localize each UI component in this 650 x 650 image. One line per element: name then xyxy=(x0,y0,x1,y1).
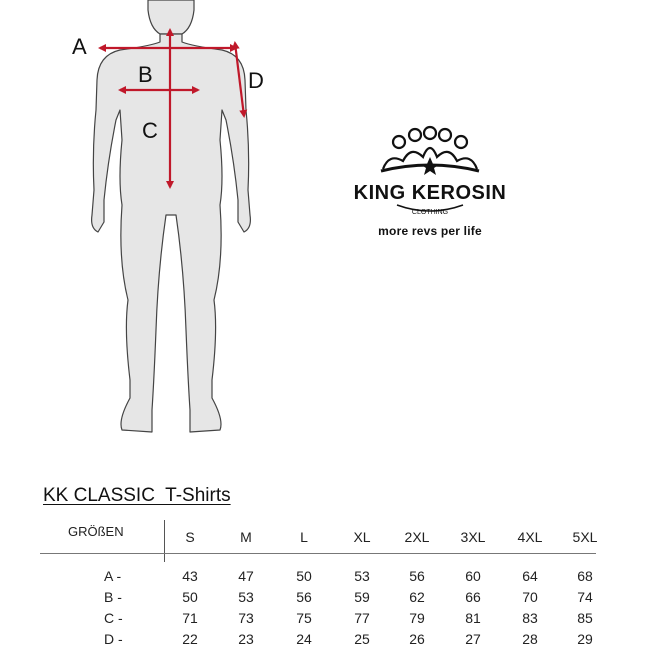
size-header-2xl: 2XL xyxy=(404,529,430,545)
logo-tagline: more revs per life xyxy=(378,224,482,238)
table-cell: 64 xyxy=(522,568,538,584)
size-header-l: L xyxy=(300,529,308,545)
table-cell: 43 xyxy=(182,568,198,584)
table-cell: 25 xyxy=(354,631,370,647)
size-header-s: S xyxy=(185,529,195,545)
table-cell: 22 xyxy=(182,631,198,647)
label-a: A xyxy=(72,34,87,59)
table-cell: 75 xyxy=(296,610,312,626)
size-header-m: M xyxy=(240,529,252,545)
table-cell: 62 xyxy=(409,589,425,605)
body-silhouette xyxy=(91,0,251,433)
body-figure-diagram xyxy=(91,0,251,433)
table-cell: 28 xyxy=(522,631,538,647)
header-divider xyxy=(164,520,165,562)
table-cell: 29 xyxy=(577,631,593,647)
table-cell: 27 xyxy=(465,631,481,647)
table-cell: 70 xyxy=(522,589,538,605)
table-cell: 23 xyxy=(238,631,254,647)
table-cell: 50 xyxy=(182,589,198,605)
row-label: A - xyxy=(104,568,122,584)
table-cell: 47 xyxy=(238,568,254,584)
size-header-3xl: 3XL xyxy=(460,529,486,545)
row-label: B - xyxy=(104,589,122,605)
table-cell: 66 xyxy=(465,589,481,605)
star-icon xyxy=(420,157,440,175)
label-b: B xyxy=(138,62,153,87)
size-header-4xl: 4XL xyxy=(517,529,543,545)
table-cell: 56 xyxy=(409,568,425,584)
table-cell: 71 xyxy=(182,610,198,626)
logo-sub: CLOTHING xyxy=(412,209,448,216)
label-c: C xyxy=(142,118,158,143)
header-rule xyxy=(40,553,596,554)
king-kerosin-logo: KING KEROSIN CLOTHING xyxy=(354,125,507,216)
size-header-5xl: 5XL xyxy=(572,529,598,545)
table-cell: 79 xyxy=(409,610,425,626)
size-header-xl: XL xyxy=(353,529,371,545)
table-cell: 85 xyxy=(577,610,593,626)
row-label: C - xyxy=(104,610,123,626)
table-cell: 81 xyxy=(465,610,481,626)
table-cell: 26 xyxy=(409,631,425,647)
table-cell: 24 xyxy=(296,631,312,647)
header-label: GRÖßEN xyxy=(68,524,124,539)
table-title: KK CLASSIC T-Shirts xyxy=(43,485,231,506)
table-cell: 53 xyxy=(354,568,370,584)
table-cell: 50 xyxy=(296,568,312,584)
crown-icon xyxy=(380,125,480,173)
table-cell: 56 xyxy=(296,589,312,605)
table-cell: 77 xyxy=(354,610,370,626)
table-cell: 73 xyxy=(238,610,254,626)
table-cell: 53 xyxy=(238,589,254,605)
label-d: D xyxy=(248,68,264,93)
table-cell: 68 xyxy=(577,568,593,584)
table-cell: 83 xyxy=(522,610,538,626)
table-cell: 74 xyxy=(577,589,593,605)
arrow-d xyxy=(231,41,248,118)
logo-brand: KING KEROSIN xyxy=(354,182,507,204)
size-table: GRÖßEN S M L XL 2XL 3XL 4XL 5XL A - 43 47 50 53 56 60… xyxy=(40,520,600,650)
row-label: D - xyxy=(104,631,123,647)
table-cell: 60 xyxy=(465,568,481,584)
table-cell: 59 xyxy=(354,589,370,605)
